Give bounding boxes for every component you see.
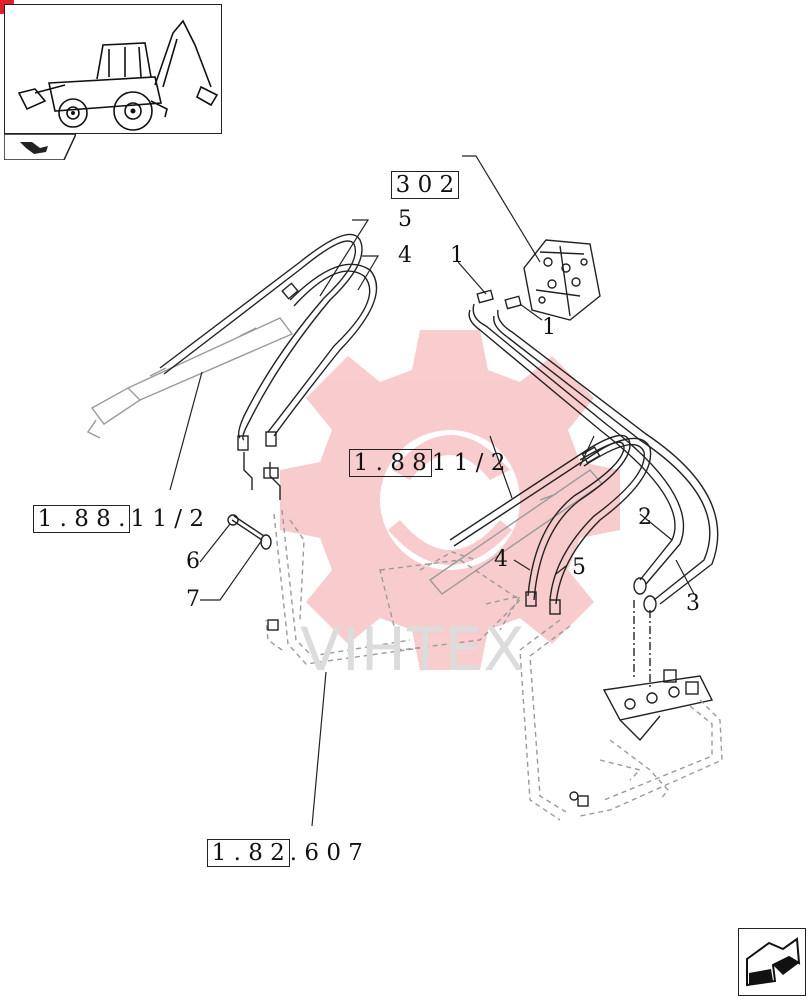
callout-3-right[interactable]: 3 <box>686 591 700 616</box>
line-art <box>86 233 723 821</box>
ref-182-box: 1 . 8 2 <box>206 839 290 867</box>
frame-tubing-left <box>265 509 522 665</box>
lower-manifold <box>602 669 714 742</box>
ref-302-box: 3 0 2 <box>390 171 460 199</box>
ref-182[interactable]: 1 . 8 2. 6 0 7 <box>192 814 363 867</box>
ref-188-right-tail: 1 1 / 2 <box>431 450 506 476</box>
ref-302[interactable]: 3 0 2 <box>376 146 460 199</box>
ref-188-left[interactable]: 1 . 8 8 .1 1 / 2 <box>18 480 204 533</box>
machine-thumbnail <box>4 4 222 134</box>
ref-188-left-box: 1 . 8 8 . <box>32 505 131 533</box>
callout-7[interactable]: 7 <box>186 587 200 612</box>
boom-cylinder-left <box>86 317 294 439</box>
leader-lines <box>169 155 695 827</box>
callout-4-mid[interactable]: 4 <box>494 547 508 572</box>
next-page-button[interactable] <box>738 928 806 996</box>
bolt-and-washer <box>227 514 272 550</box>
callout-4-top[interactable]: 4 <box>398 243 412 268</box>
watermark-text: VIHTEX <box>300 615 526 685</box>
frame-tubing-right <box>485 594 723 821</box>
backhoe-loader-icon <box>17 19 219 131</box>
callout-5-mid[interactable]: 5 <box>572 555 586 580</box>
callout-2-right[interactable]: 2 <box>638 505 652 530</box>
callout-1-bottom[interactable]: 1 <box>542 315 556 340</box>
view-arrow-icon <box>20 142 48 154</box>
ref-188-left-tail: 1 1 / 2 <box>130 506 204 532</box>
ref-182-tail: . 6 0 7 <box>289 840 363 866</box>
callout-1-top[interactable]: 1 <box>450 243 464 268</box>
ref-188-right-box: 1 . 8 8 <box>348 449 432 477</box>
callout-5-top[interactable]: 5 <box>398 207 412 232</box>
control-valve-block <box>523 239 601 321</box>
thumbnail-tab <box>3 133 78 161</box>
logo-watermark <box>280 330 620 670</box>
next-arrow-icon <box>746 937 801 987</box>
callout-6[interactable]: 6 <box>186 549 200 574</box>
